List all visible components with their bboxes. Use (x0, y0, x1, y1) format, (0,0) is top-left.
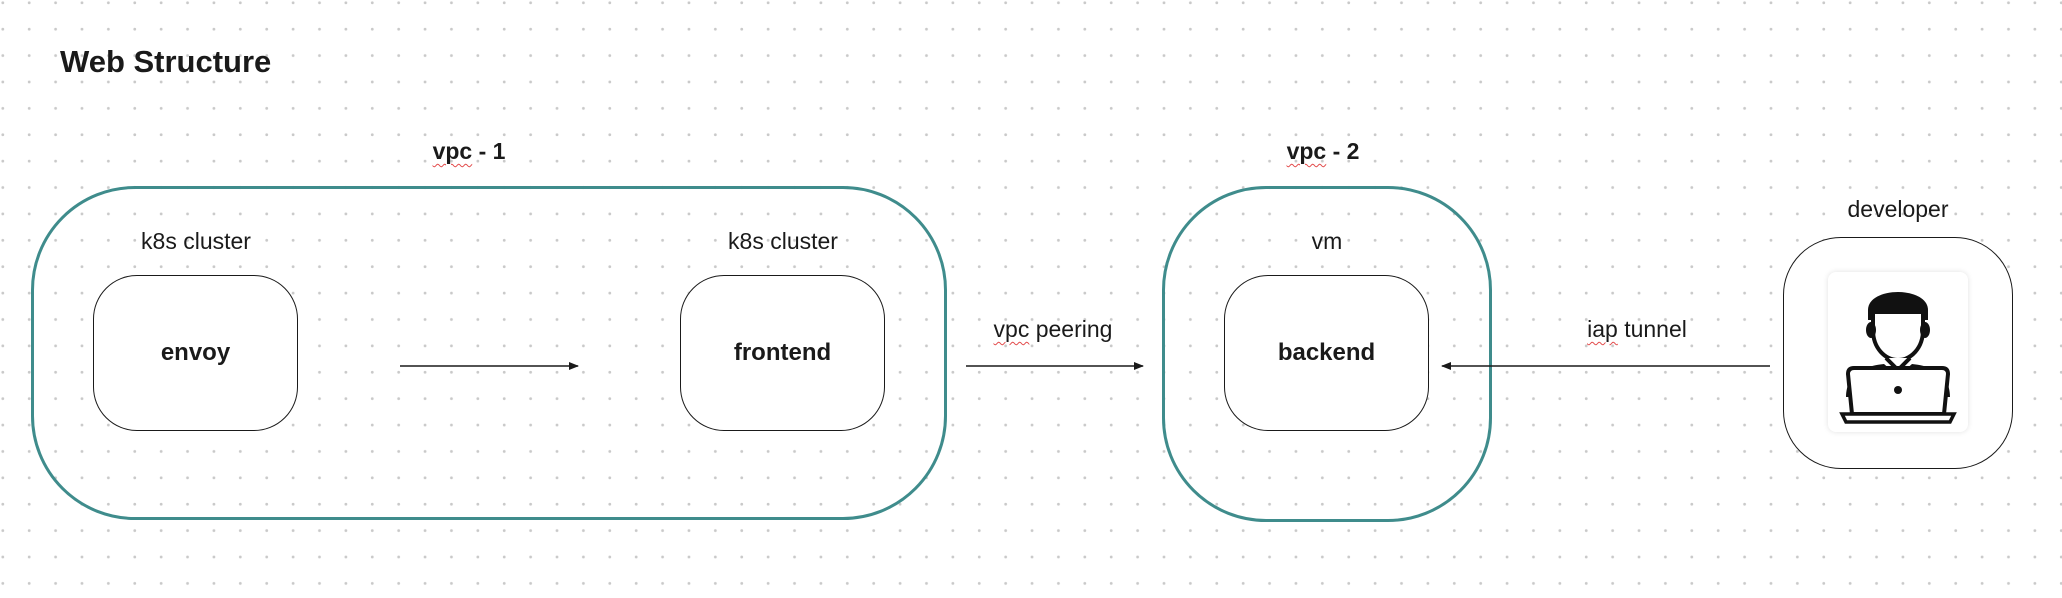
iap-tunnel-label-word: iap (1587, 316, 1618, 342)
envoy-node-label: envoy (160, 339, 231, 366)
iap-tunnel-label[interactable]: iap tunnel (1587, 316, 1687, 343)
frontend-node[interactable]: frontend (680, 275, 885, 431)
vpc-peering-label[interactable]: vpc peering (994, 316, 1113, 343)
vpc-2-label[interactable]: vpc - 2 (1287, 138, 1360, 165)
developer-caption: developer (1847, 196, 1949, 222)
vpc-peering-label-word: vpc (993, 316, 1030, 342)
backend-node[interactable]: backend (1224, 275, 1429, 431)
developer-card (1828, 272, 1968, 432)
frontend-caption: k8s cluster (728, 228, 838, 254)
envoy-node[interactable]: envoy (93, 275, 298, 431)
backend-node-label: backend (1277, 339, 1376, 366)
frontend-node-label: frontend (733, 339, 832, 366)
vpc-1-container[interactable] (31, 186, 947, 520)
vpc-2-label-suffix: - 2 (1326, 138, 1360, 164)
vpc-2-container[interactable] (1162, 186, 1492, 522)
vpc-1-label-suffix: - 1 (472, 138, 506, 164)
vpc-2-label-word: vpc (1286, 138, 1327, 164)
backend-caption: vm (1311, 228, 1343, 254)
vpc-peering-label-suffix: peering (1029, 316, 1113, 342)
page-title: Web Structure (60, 44, 272, 79)
vpc-1-label[interactable]: vpc - 1 (433, 138, 506, 165)
envoy-caption: k8s cluster (141, 228, 251, 254)
developer-laptop-icon (1839, 292, 1957, 424)
vpc-1-label-word: vpc (432, 138, 473, 164)
iap-tunnel-label-suffix: tunnel (1617, 316, 1687, 342)
